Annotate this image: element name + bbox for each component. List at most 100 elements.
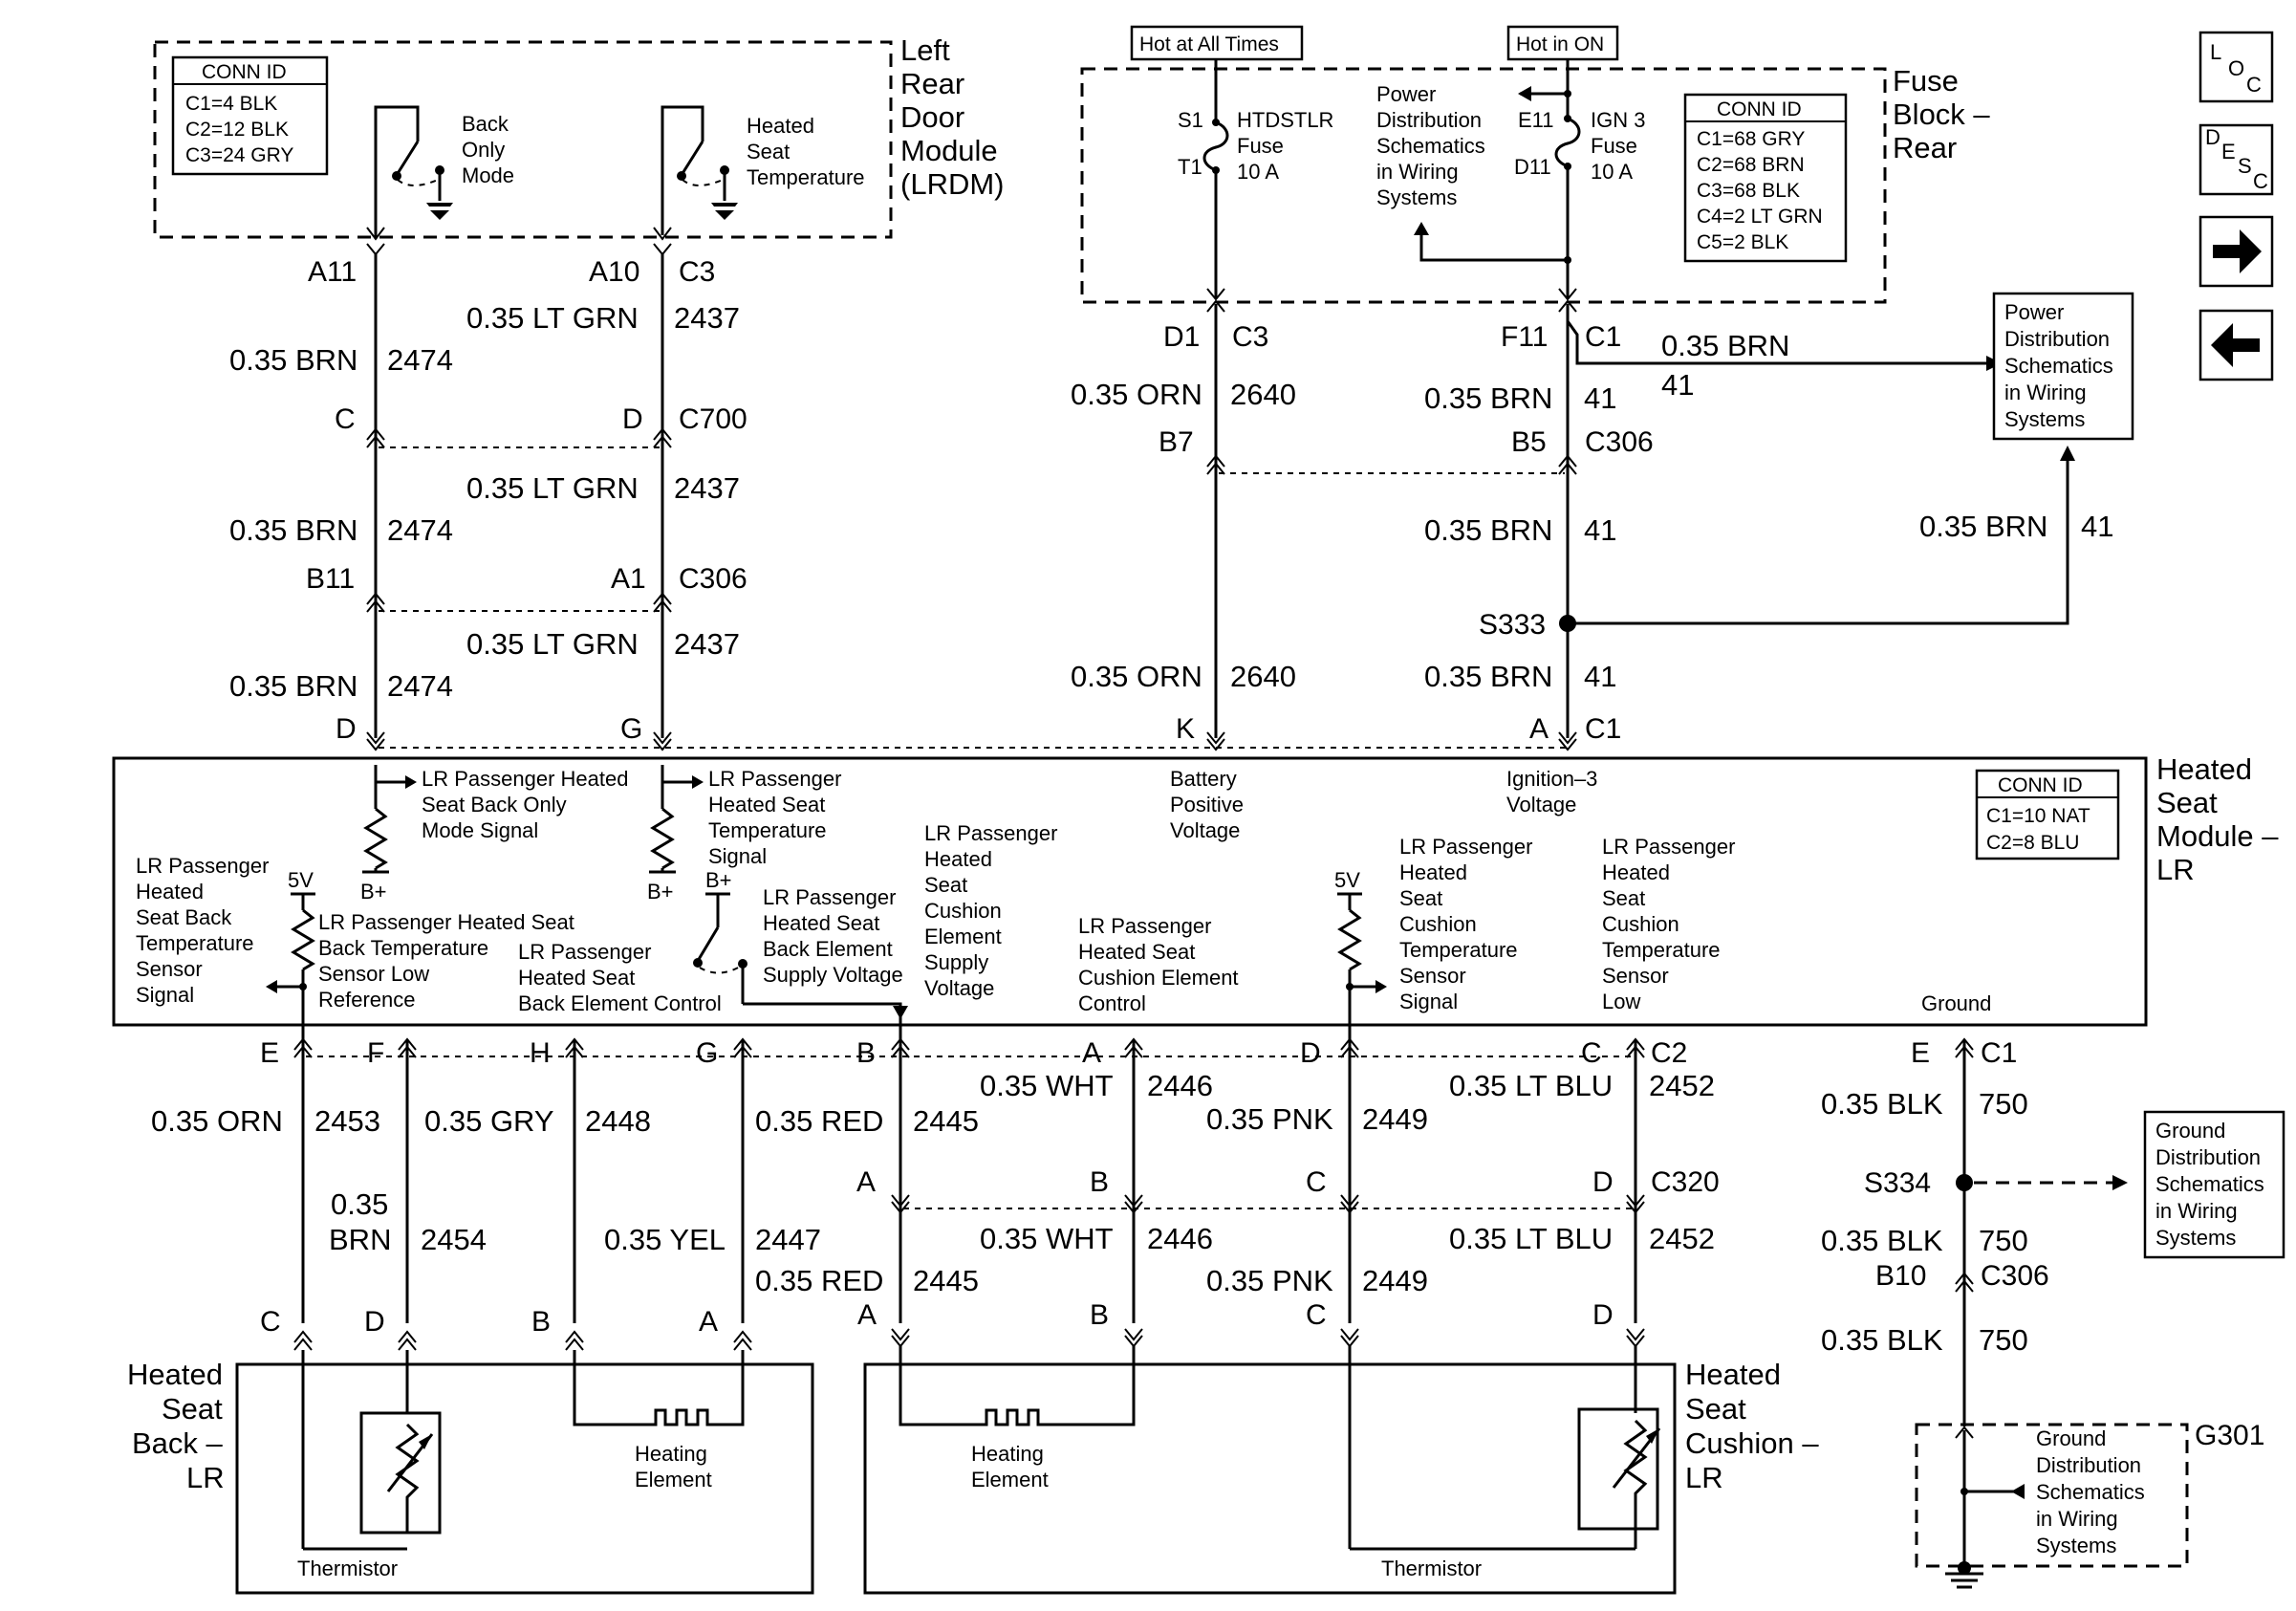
prev-page-button[interactable] [2199, 309, 2274, 381]
svg-text:Seat: Seat [1685, 1392, 1746, 1426]
svg-text:Back Temperature: Back Temperature [318, 936, 488, 960]
back-only-pullup [362, 765, 417, 874]
svg-text:Systems: Systems [2004, 407, 2085, 431]
desc-button[interactable]: D E S C [2199, 123, 2274, 196]
arrow-right-icon [2213, 229, 2262, 273]
svg-text:B: B [1090, 1299, 1109, 1331]
svg-text:Element: Element [971, 1468, 1049, 1491]
svg-text:Cushion: Cushion [924, 899, 1002, 923]
hsm-label: Heated Seat Module – LR [2156, 752, 2279, 886]
svg-text:Schematics: Schematics [1376, 134, 1485, 158]
svg-text:Cushion: Cushion [1602, 912, 1679, 936]
svg-text:Signal: Signal [1399, 990, 1458, 1013]
svg-text:41: 41 [2081, 510, 2113, 543]
svg-text:LR: LR [2156, 853, 2195, 886]
svg-text:A11: A11 [308, 256, 357, 288]
heated-seat-temperature-switch: Heated Seat Temperature [653, 105, 865, 241]
svg-text:Cushion: Cushion [1399, 912, 1477, 936]
hsm-text-cushion-temp-low: LR Passenger Heated Seat Cushion Tempera… [1602, 835, 1735, 1013]
hsm-text-ground: Ground [1921, 991, 1991, 1015]
svg-text:C2=12 BLK: C2=12 BLK [185, 119, 289, 141]
next-page-button[interactable] [2199, 215, 2274, 288]
svg-text:C2: C2 [1651, 1037, 1687, 1069]
svg-text:0.35: 0.35 [331, 1187, 388, 1221]
svg-text:B+: B+ [647, 880, 674, 903]
svg-text:Power: Power [2004, 300, 2064, 324]
fuse-block-label: Fuse Block – Rear [1893, 64, 1990, 164]
svg-text:Seat: Seat [1602, 886, 1645, 910]
svg-text:S333: S333 [1479, 609, 1546, 641]
svg-text:2452: 2452 [1649, 1222, 1715, 1255]
heated-seat-module-box [112, 756, 2148, 1027]
svg-text:F11: F11 [1501, 321, 1548, 353]
svg-text:G: G [620, 713, 642, 745]
svg-text:Voltage: Voltage [924, 976, 994, 1000]
svg-text:Rear: Rear [1893, 131, 1957, 164]
svg-text:5V: 5V [288, 868, 314, 892]
g301-label: G301 [2195, 1420, 2264, 1451]
svg-text:0.35 BRN: 0.35 BRN [1661, 329, 1789, 362]
svg-text:Heated: Heated [924, 847, 992, 871]
svg-text:750: 750 [1979, 1087, 2028, 1121]
svg-text:Heated Seat: Heated Seat [1078, 940, 1195, 964]
svg-text:E11: E11 [1518, 108, 1554, 132]
svg-text:Door: Door [900, 100, 964, 134]
svg-text:C2=68 BRN: C2=68 BRN [1697, 154, 1805, 176]
heated-seat-cushion-box [863, 1362, 1677, 1595]
svg-text:in Wiring: in Wiring [2036, 1507, 2118, 1531]
svg-text:CONN ID: CONN ID [1998, 774, 2083, 796]
svg-text:C306: C306 [679, 563, 747, 595]
svg-text:B+: B+ [705, 868, 732, 892]
svg-text:0.35 WHT: 0.35 WHT [980, 1069, 1114, 1102]
svg-text:Signal: Signal [136, 983, 194, 1007]
svg-text:LR: LR [186, 1461, 225, 1494]
svg-text:LR Passenger: LR Passenger [136, 854, 269, 878]
temperature-pullup [649, 765, 704, 874]
back-temp-5v-pullup: 5V [266, 868, 315, 1040]
svg-text:Distribution: Distribution [1376, 108, 1482, 132]
svg-text:10 A: 10 A [1237, 160, 1279, 184]
svg-text:Power: Power [1376, 82, 1436, 106]
svg-text:C1=68 GRY: C1=68 GRY [1697, 128, 1805, 150]
svg-text:2445: 2445 [913, 1104, 979, 1138]
connector-marks-left [366, 243, 672, 751]
svg-text:0.35 BRN: 0.35 BRN [1919, 510, 2047, 543]
loc-button[interactable]: L O C [2199, 31, 2274, 103]
svg-text:0.35 BLK: 0.35 BLK [1821, 1087, 1943, 1121]
svg-text:Temperature: Temperature [1602, 938, 1721, 962]
svg-text:A10: A10 [589, 256, 639, 288]
hsm-text-back-element-supply: LR Passenger Heated Seat Back Element Su… [763, 885, 903, 987]
svg-text:C: C [260, 1306, 281, 1338]
svg-text:750: 750 [1979, 1224, 2028, 1257]
svg-text:2437: 2437 [674, 627, 740, 661]
svg-text:S334: S334 [1864, 1167, 1931, 1199]
svg-text:C5=2 BLK: C5=2 BLK [1697, 231, 1788, 253]
svg-text:E: E [1911, 1037, 1930, 1069]
svg-text:LR Passenger: LR Passenger [924, 821, 1057, 845]
svg-text:B5: B5 [1511, 426, 1547, 458]
svg-text:Sensor: Sensor [1399, 964, 1466, 988]
svg-text:in Wiring: in Wiring [2155, 1199, 2238, 1223]
svg-text:0.35 BRN: 0.35 BRN [1424, 381, 1552, 415]
svg-text:0.35 ORN: 0.35 ORN [1071, 660, 1202, 693]
svg-text:0.35 ORN: 0.35 ORN [151, 1104, 283, 1138]
heating-element-back: Heating Element [573, 1350, 745, 1491]
ground-icon [715, 210, 734, 220]
svg-text:Temperature: Temperature [1399, 938, 1518, 962]
svg-text:0.35 LT GRN: 0.35 LT GRN [466, 301, 639, 335]
svg-text:Distribution: Distribution [2155, 1145, 2261, 1169]
heating-element-cushion: Heating Element [899, 1346, 1136, 1491]
svg-text:2446: 2446 [1147, 1222, 1213, 1255]
svg-text:Heated Seat: Heated Seat [763, 911, 879, 935]
thermistor-back: Thermistor [297, 1350, 442, 1580]
svg-text:41: 41 [1584, 381, 1616, 415]
svg-text:Temperature: Temperature [747, 165, 865, 189]
svg-text:0.35 BRN: 0.35 BRN [1424, 513, 1552, 547]
svg-text:Left: Left [900, 33, 950, 67]
svg-text:C3=68 BLK: C3=68 BLK [1697, 180, 1800, 202]
svg-text:D: D [1592, 1299, 1614, 1331]
svg-text:S1: S1 [1178, 108, 1203, 132]
fuse-block-box [1080, 67, 1887, 304]
tab-hot-at-all-times: Hot at All Times [1130, 25, 1304, 61]
svg-text:Fuse: Fuse [1237, 134, 1284, 158]
